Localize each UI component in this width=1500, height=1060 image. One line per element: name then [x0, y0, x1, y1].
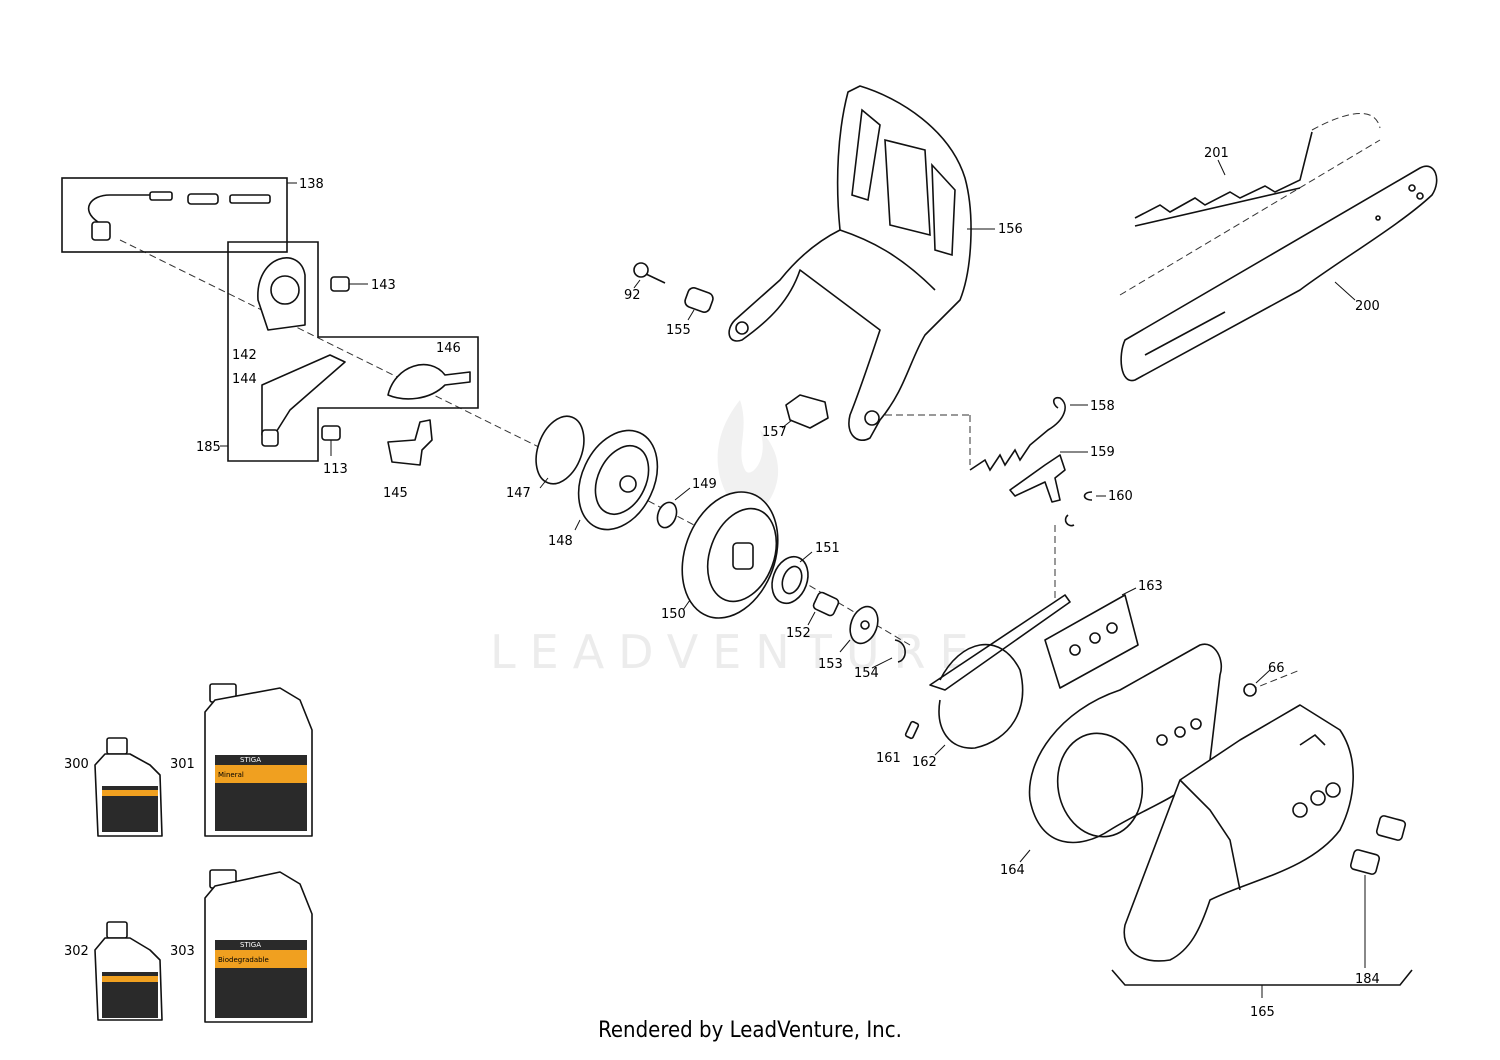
oil-bottle-303: STIGA Biodegradable 303 — [170, 869, 313, 1023]
callout-113: 113 — [323, 462, 348, 477]
callout-157: 157 — [762, 425, 787, 440]
part-152-needle-bearing: 152 — [786, 591, 840, 641]
part-92-screw: 92 — [624, 262, 666, 303]
part-185-oil-pump-kit: 143 142 144 146 113 145 185 — [196, 241, 479, 501]
callout-200: 200 — [1355, 299, 1380, 314]
part-163-chain-guide-plate: 163 — [1044, 579, 1163, 689]
callout-152: 152 — [786, 626, 811, 641]
kit-185-box — [227, 241, 479, 462]
callout-153: 153 — [818, 657, 843, 672]
callout-66: 66 — [1268, 661, 1285, 676]
callout-151: 151 — [815, 541, 840, 556]
callout-144: 144 — [232, 372, 257, 387]
oil-bottle-302: 302 — [64, 921, 163, 1021]
part-151-sprocket: 151 — [771, 541, 840, 605]
callout-142: 142 — [232, 348, 257, 363]
callout-300: 300 — [64, 757, 89, 772]
callout-301: 301 — [170, 757, 195, 772]
part-155-bushing: 155 — [666, 287, 714, 338]
brand-303: STIGA — [240, 941, 261, 949]
part-184-nut: 184 — [1349, 815, 1407, 987]
part-165-sprocket-cover: 165 — [1111, 704, 1413, 1020]
callout-303: 303 — [170, 944, 195, 959]
brand-301: STIGA — [240, 756, 261, 764]
callout-302: 302 — [64, 944, 89, 959]
callout-164: 164 — [1000, 863, 1025, 878]
callout-162: 162 — [912, 755, 937, 770]
callout-148: 148 — [548, 534, 573, 549]
part-201-saw-chain: 201 — [1134, 113, 1381, 227]
part-147-washer: 147 — [506, 415, 585, 501]
part-159-brake-lever: 159 — [1009, 445, 1115, 503]
part-158-spring: 158 — [969, 396, 1115, 472]
callout-92: 92 — [624, 288, 641, 303]
part-156-chain-brake-handle: 156 — [728, 85, 1023, 441]
callout-150: 150 — [661, 607, 686, 622]
callout-149: 149 — [692, 477, 717, 492]
part-153-washer: 153 — [818, 605, 879, 672]
part-148-clutch: 148 — [548, 429, 659, 549]
part-66-screw: 66 — [1243, 661, 1285, 697]
part-162-brake-band: 162 — [912, 594, 1071, 770]
callout-156: 156 — [998, 222, 1023, 237]
callout-185: 185 — [196, 440, 221, 455]
part-157-brake-pad: 157 — [762, 394, 829, 440]
callout-143: 143 — [371, 278, 396, 293]
part-154-circlip: 154 — [854, 639, 906, 681]
callout-154: 154 — [854, 666, 879, 681]
part-160-clip: 160 — [1064, 489, 1133, 527]
footer-credit: Rendered by LeadVenture, Inc. — [598, 1018, 902, 1043]
callout-165: 165 — [1250, 1005, 1275, 1020]
oil-bottle-301: STIGA Mineral 301 — [170, 683, 313, 837]
assembly-lines — [119, 139, 1381, 691]
part-164-cover-plate: 164 — [1000, 643, 1222, 878]
watermark: LEADVENTURE — [490, 400, 983, 679]
callout-159: 159 — [1090, 445, 1115, 460]
callout-138: 138 — [299, 177, 324, 192]
callout-147: 147 — [506, 486, 531, 501]
part-149-washer: 149 — [656, 477, 717, 529]
callout-158: 158 — [1090, 399, 1115, 414]
callout-201: 201 — [1204, 146, 1229, 161]
part-200-guide-bar: 200 — [1120, 165, 1438, 382]
callout-160: 160 — [1108, 489, 1133, 504]
bottle-303-label: Biodegradable — [218, 956, 269, 964]
part-138-oil-hose-kit: 138 — [61, 177, 324, 253]
oil-bottle-300: 300 — [64, 737, 163, 837]
part-150-clutch-drum: 150 — [661, 491, 779, 622]
kit-138-box — [61, 177, 288, 253]
callout-184: 184 — [1355, 972, 1380, 987]
callout-145: 145 — [383, 486, 408, 501]
callout-155: 155 — [666, 323, 691, 338]
callout-163: 163 — [1138, 579, 1163, 594]
part-161-pin: 161 — [876, 720, 920, 766]
callout-161: 161 — [876, 751, 901, 766]
callout-146: 146 — [436, 341, 461, 356]
bottle-301-label: Mineral — [218, 771, 244, 779]
watermark-text: LEADVENTURE — [490, 625, 983, 679]
